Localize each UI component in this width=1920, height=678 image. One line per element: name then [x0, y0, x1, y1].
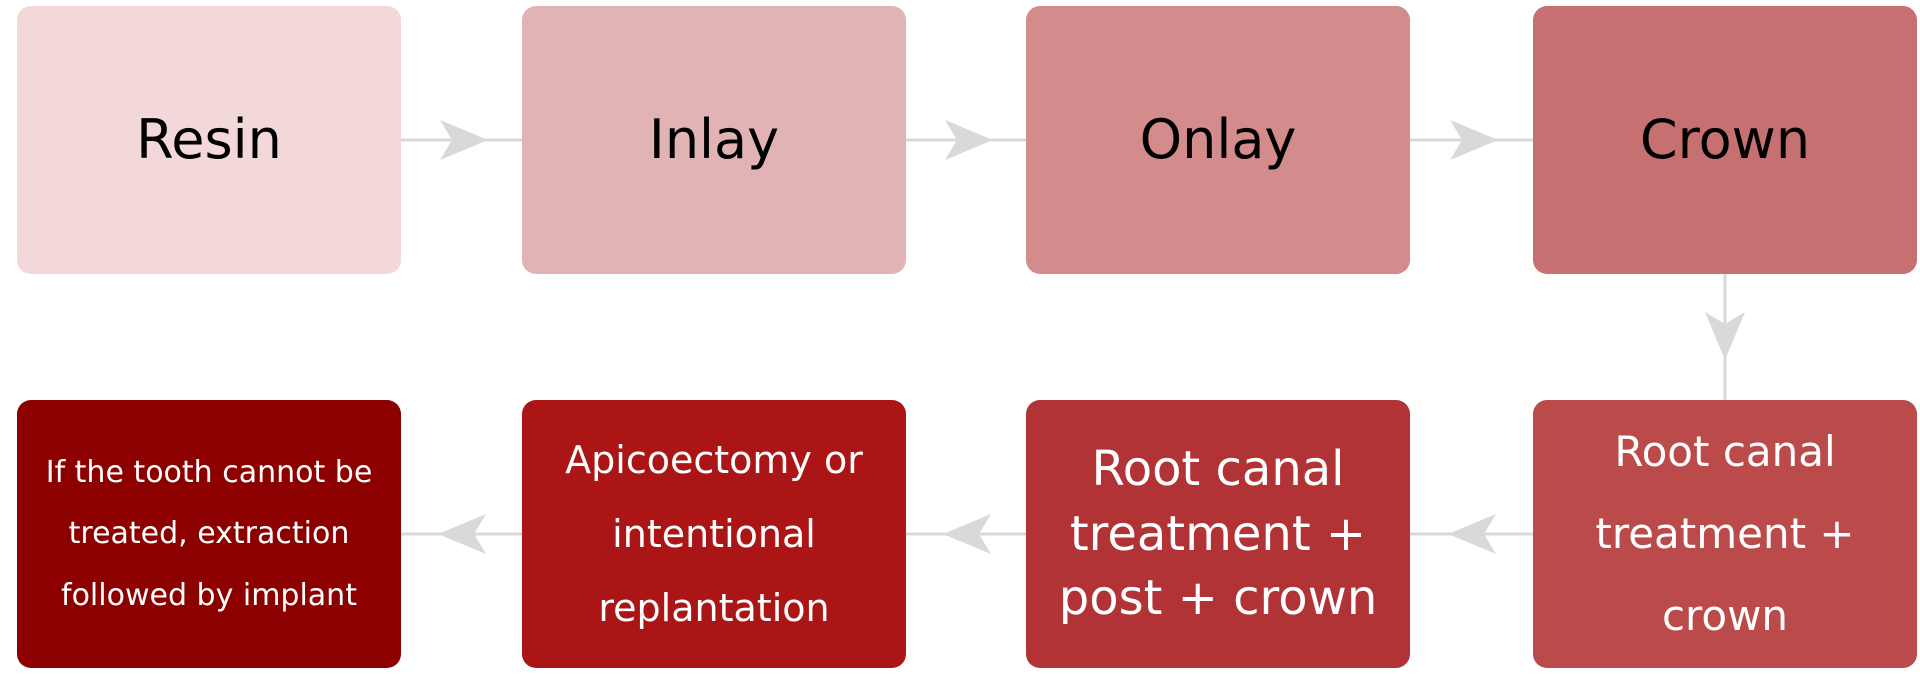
- step-onlay: Onlay: [1026, 6, 1410, 274]
- arrow-left-icon: [1448, 514, 1496, 554]
- arrow-right-icon: [945, 120, 993, 160]
- arrow-down-icon: [1705, 312, 1745, 360]
- arrow-left-icon: [943, 514, 991, 554]
- step-root-canal-crown: Root canal treatment + crown: [1533, 400, 1917, 668]
- step-root-canal-post-crown: Root canal treatment + post + crown: [1026, 400, 1410, 668]
- step-label: Crown: [1639, 107, 1811, 171]
- step-inlay: Inlay: [522, 6, 906, 274]
- step-resin: Resin: [17, 6, 401, 274]
- arrow-right-icon: [440, 120, 488, 160]
- step-extraction-implant: If the tooth cannot be treated, extracti…: [17, 400, 401, 668]
- step-label: Root canal treatment + crown: [1595, 427, 1855, 640]
- step-label: Apicoectomy or intentional replantation: [565, 437, 863, 631]
- step-label: Onlay: [1139, 107, 1297, 171]
- step-label: If the tooth cannot be treated, extracti…: [45, 454, 373, 613]
- step-label: Resin: [136, 107, 282, 171]
- step-apicoectomy: Apicoectomy or intentional replantation: [522, 400, 906, 668]
- step-label: Root canal treatment + post + crown: [1058, 440, 1378, 627]
- step-label: Inlay: [648, 107, 780, 171]
- arrow-right-icon: [1450, 120, 1498, 160]
- arrow-left-icon: [438, 514, 486, 554]
- step-crown: Crown: [1533, 6, 1917, 274]
